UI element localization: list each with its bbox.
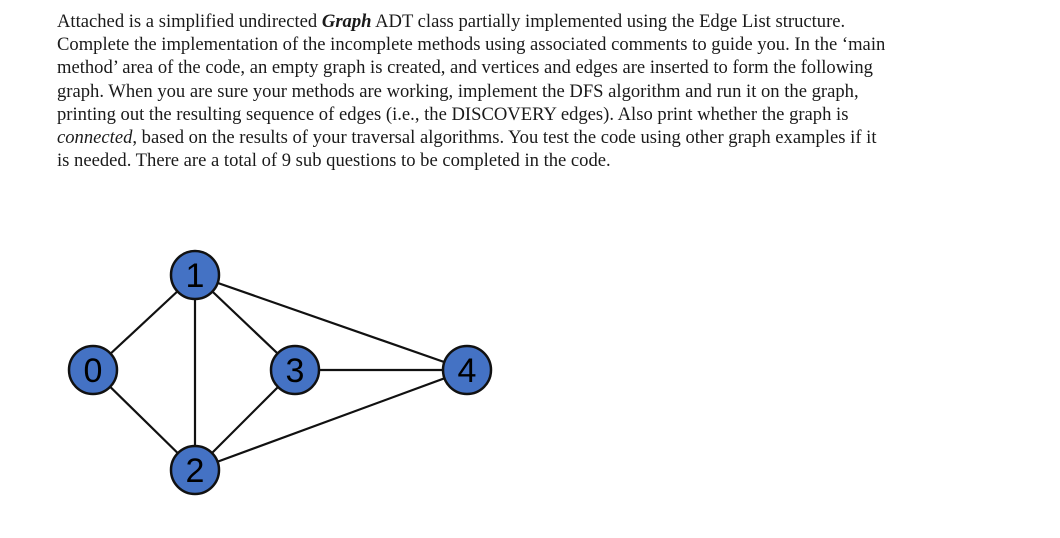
statement-line-3: method’ area of the code, an empty graph… — [57, 57, 873, 79]
edge-1-4 — [194, 273, 468, 372]
node-1: 1 — [169, 249, 221, 301]
node-2: 2 — [169, 444, 221, 496]
node-label: 4 — [458, 352, 477, 390]
node-circle — [269, 344, 321, 396]
node-circle — [169, 249, 221, 301]
edge-2-4 — [194, 368, 468, 472]
connected-term: connected — [57, 127, 133, 149]
statement-line-1: Attached is a simplified undirected Grap… — [57, 11, 846, 32]
node-label: 1 — [186, 257, 205, 295]
node-4: 4 — [441, 344, 493, 396]
node-label: 0 — [84, 352, 103, 390]
node-3: 3 — [269, 344, 321, 396]
statement-line-7: is needed. There are a total of 9 sub qu… — [57, 150, 611, 172]
statement-line-4: graph. When you are sure your methods ar… — [57, 80, 859, 102]
graph-nodes: 0 1 2 3 4 — [67, 249, 493, 496]
node-circle — [169, 444, 221, 496]
node-label: 3 — [286, 352, 305, 390]
statement-line-2: Complete the implementation of the incom… — [57, 34, 886, 56]
graph-term: Graph — [321, 11, 372, 32]
statement-line-6: connected, based on the results of your … — [57, 127, 877, 149]
node-0: 0 — [67, 344, 119, 396]
node-circle — [441, 344, 493, 396]
problem-statement: Attached is a simplified undirected Grap… — [57, 10, 1017, 172]
node-circle — [67, 344, 119, 396]
node-label: 2 — [186, 452, 205, 490]
statement-line-5: printing out the resulting sequence of e… — [57, 103, 849, 125]
